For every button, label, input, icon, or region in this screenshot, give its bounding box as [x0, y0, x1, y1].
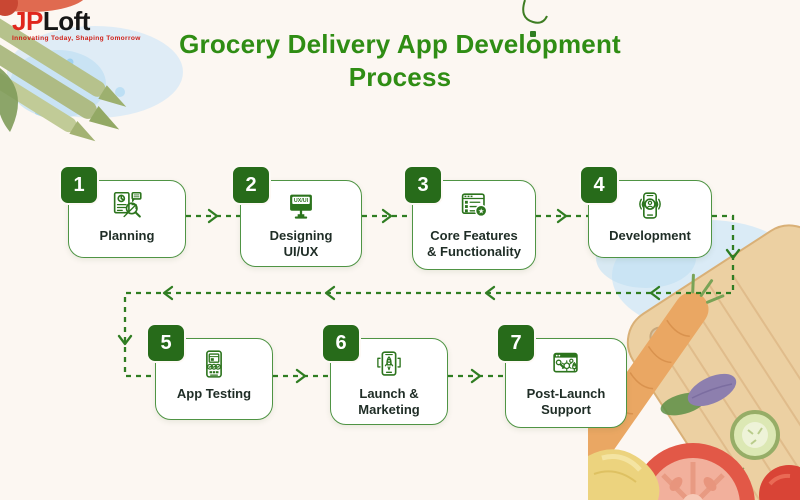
jploft-logo: JPLoft Innovating Today, Shaping Tomorro…	[12, 8, 141, 42]
app-testing-icon	[206, 350, 222, 378]
page-title: Grocery Delivery App Development Process	[179, 29, 621, 92]
step-card-designing-uiux: 2 UX/UI Designing UI/UX	[231, 165, 362, 267]
post-launch-support-icon	[553, 352, 578, 373]
step-label: Post-Launch Support	[526, 386, 606, 418]
arrowhead-right-icon	[295, 368, 307, 384]
svg-text:★: ★	[478, 206, 484, 215]
arrowhead-down-icon	[725, 248, 741, 260]
launch-rocket-icon	[377, 351, 401, 376]
step-number-badge: 5	[146, 323, 186, 363]
arrowhead-left-icon	[484, 285, 496, 301]
research-analysis-icon	[113, 191, 142, 218]
features-list-icon: ★	[461, 193, 488, 217]
logo-tagline: Innovating Today, Shaping Tomorrow	[12, 35, 141, 42]
step-label: Planning	[99, 228, 155, 243]
arrowhead-right-icon	[381, 208, 393, 224]
arrowhead-down-icon	[117, 334, 133, 346]
uxui-monitor-icon: UX/UI	[290, 194, 312, 219]
step-card-planning: 1 Planning	[59, 165, 186, 258]
step-number-badge: 4	[579, 165, 619, 205]
step-card-development: 4 Development	[579, 165, 712, 258]
step-card-app-testing: 5 App Testing	[146, 323, 273, 420]
step-number-badge: 1	[59, 165, 99, 205]
step-number-badge: 7	[496, 323, 536, 363]
step-card-launch-marketing: 6 Launch & Marketing	[321, 323, 448, 425]
arrowhead-right-icon	[207, 208, 219, 224]
svg-text:UX/UI: UX/UI	[294, 198, 309, 204]
logo-wordmark: JPLoft	[12, 8, 141, 34]
arrowhead-right-icon	[470, 368, 482, 384]
logo-loft: Loft	[42, 6, 91, 36]
step-label: Launch & Marketing	[358, 386, 420, 418]
step-card-core-features: 3 ★ Core Features & Functionality	[403, 165, 536, 270]
arrowhead-right-icon	[556, 208, 568, 224]
step-label: App Testing	[176, 386, 252, 401]
arrowhead-left-icon	[324, 285, 336, 301]
logo-jp: JP	[12, 6, 43, 36]
step-label: Designing UI/UX	[269, 228, 333, 260]
step-number-badge: 6	[321, 323, 361, 363]
mobile-development-icon	[639, 192, 661, 219]
step-number-badge: 2	[231, 165, 271, 205]
step-label: Core Features & Functionality	[427, 228, 521, 260]
step-number-badge: 3	[403, 165, 443, 205]
arrowhead-left-icon	[162, 285, 174, 301]
step-card-post-launch-support: 7 Post-Launch Support	[496, 323, 627, 428]
step-label: Development	[609, 228, 691, 243]
